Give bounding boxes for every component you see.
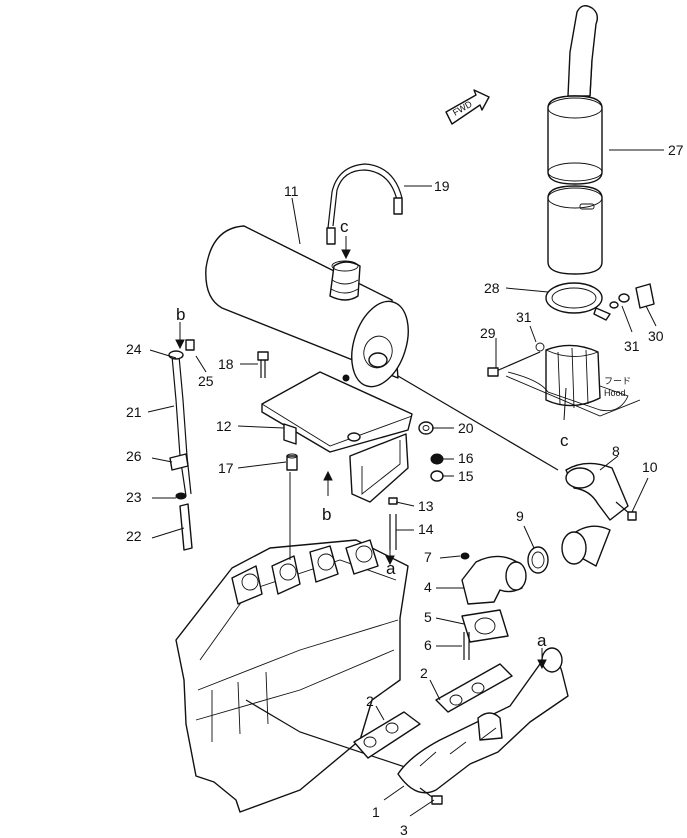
label-16: 16 (458, 450, 474, 466)
label-8: 8 (612, 443, 620, 459)
label-11: 11 (284, 183, 299, 199)
exhaust-manifold (353, 647, 569, 805)
hose-19 (326, 163, 403, 245)
callout-arrows (175, 249, 547, 670)
label-27: 27 (668, 142, 684, 158)
letter-b-bottom: b (322, 505, 331, 524)
label-2a: 2 (420, 665, 428, 681)
label-7: 7 (424, 549, 432, 565)
label-13: 13 (418, 498, 434, 514)
label-31a: 31 (516, 309, 532, 325)
label-3: 3 (400, 822, 408, 838)
stud-14 (388, 497, 398, 550)
label-1: 1 (372, 804, 380, 820)
fwd-arrow-sign: FWD (445, 89, 490, 125)
label-5: 5 (424, 609, 432, 625)
label-10: 10 (642, 459, 658, 475)
letter-a-right: a (537, 631, 547, 650)
label-19: 19 (434, 178, 450, 194)
bolt-18 (257, 351, 269, 378)
label-22: 22 (126, 528, 142, 544)
label-31b: 31 (624, 338, 640, 354)
label-9: 9 (516, 508, 524, 524)
label-4: 4 (424, 579, 432, 595)
letter-c-bottom: c (560, 431, 569, 450)
hardware-small (286, 421, 444, 482)
label-2b: 2 (366, 693, 374, 709)
label-21: 21 (126, 404, 142, 420)
hood-jp-label: フード (604, 376, 631, 386)
connection-letters: c b b a a c (176, 217, 569, 650)
letter-c-top: c (340, 217, 349, 236)
rain-cap-hood (487, 282, 655, 417)
letter-b-top: b (176, 305, 185, 324)
label-30: 30 (648, 328, 664, 344)
muffler-11 (205, 225, 409, 388)
label-25: 25 (198, 373, 214, 389)
dipstick-assembly (168, 339, 195, 551)
part-labels: 27 11 19 28 31 29 31 30 フード Hood 24 25 1… (126, 142, 684, 838)
label-14: 14 (418, 521, 434, 537)
label-17: 17 (218, 460, 234, 476)
label-26: 26 (126, 448, 142, 464)
label-12: 12 (216, 418, 232, 434)
label-18: 18 (218, 356, 234, 372)
label-28: 28 (484, 280, 500, 296)
label-24: 24 (126, 341, 142, 357)
label-6: 6 (424, 637, 432, 653)
letter-a-left: a (386, 559, 396, 578)
elbow-4-gasket-5 (460, 552, 527, 660)
label-29: 29 (480, 325, 496, 341)
label-23: 23 (126, 489, 142, 505)
elbow-pipe-8 (397, 375, 637, 574)
label-20: 20 (458, 420, 474, 436)
engine-block (175, 539, 421, 813)
label-15: 15 (458, 468, 474, 484)
hood-label: Hood (604, 388, 626, 398)
exhaust-stack (547, 5, 603, 275)
bracket-12 (261, 371, 413, 503)
